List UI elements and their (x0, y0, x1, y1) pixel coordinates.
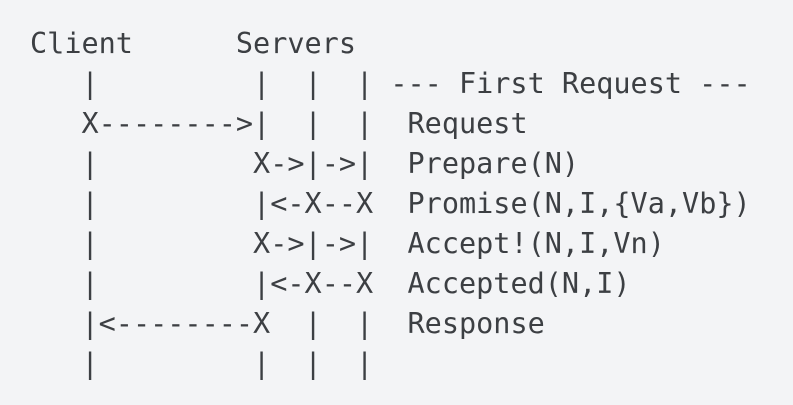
message-label: Request (407, 107, 528, 140)
paxos-ascii-sequence-diagram: Client Servers | | | | --- First Request … (30, 24, 793, 384)
diagram-header: Client Servers (30, 24, 793, 64)
diagram-row-prepare: | X->|->| Prepare(N) (30, 144, 793, 184)
lifeline-art: | | | | (30, 67, 391, 100)
header-gap (133, 52, 236, 53)
lifeline-art: X-------->| | | (30, 107, 408, 140)
lifeline-art: |<--------X | | (30, 307, 408, 340)
lifeline-art: | | | | (30, 347, 374, 380)
message-label: Response (407, 307, 545, 340)
lifeline-art: | X->|->| (30, 227, 408, 260)
message-label: Accept!(N,I,Vn) (407, 227, 665, 260)
diagram-row-accepted: | |<-X--X Accepted(N,I) (30, 264, 793, 304)
message-label: Accepted(N,I) (407, 267, 631, 300)
servers-column-label: Servers (235, 27, 356, 60)
client-column-label: Client (30, 27, 133, 60)
phase-label: --- First Request --- (390, 67, 751, 100)
lifeline-art: | |<-X--X (30, 187, 408, 220)
diagram-row-promise: | |<-X--X Promise(N,I,{Va,Vb}) (30, 184, 793, 224)
message-label: Promise(N,I,{Va,Vb}) (407, 187, 751, 220)
diagram-row-accept: | X->|->| Accept!(N,I,Vn) (30, 224, 793, 264)
diagram-row-response: |<--------X | | Response (30, 304, 793, 344)
lifeline-art: | X->|->| (30, 147, 408, 180)
message-label: Prepare(N) (407, 147, 580, 180)
lifeline-art: | |<-X--X (30, 267, 408, 300)
diagram-row-first-request: | | | | --- First Request --- (30, 64, 793, 104)
diagram-row-trailing-lifelines: | | | | (30, 344, 793, 384)
diagram-row-request: X-------->| | | Request (30, 104, 793, 144)
